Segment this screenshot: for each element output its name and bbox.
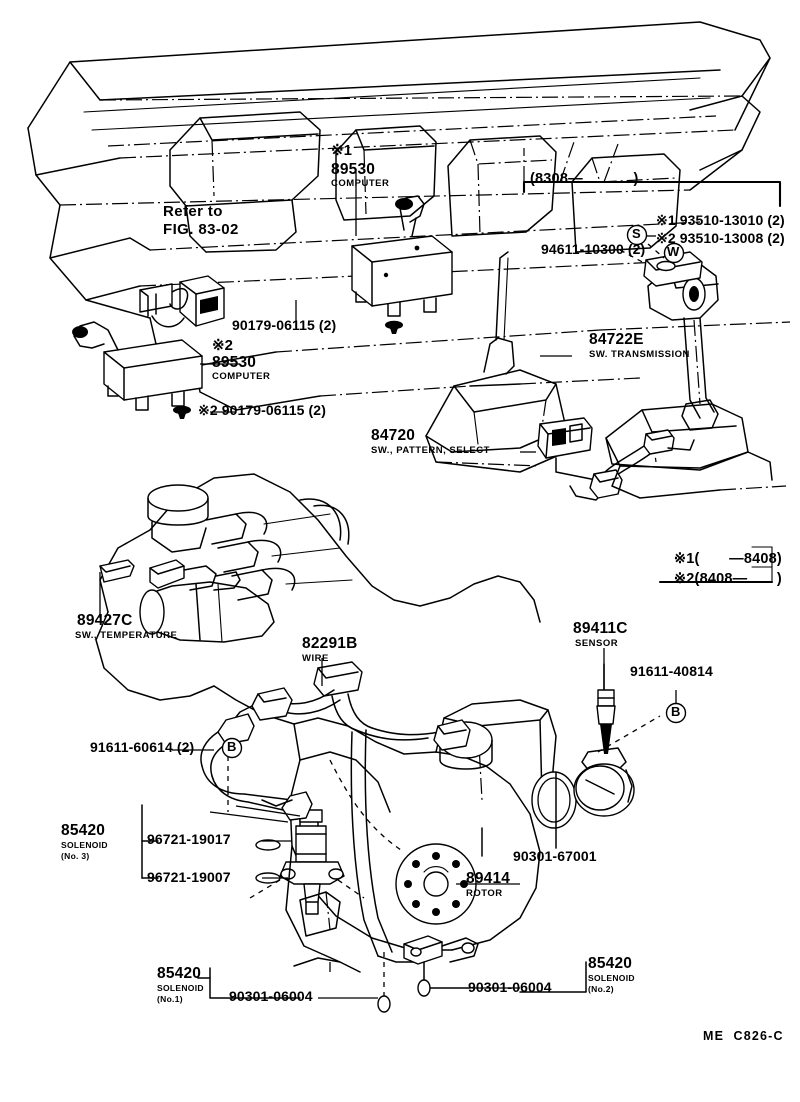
note-mark-1-computer: ※1 xyxy=(331,142,352,159)
part-suffix-solenoid-no3: (No. 3) xyxy=(61,851,90,861)
part-number-85420-no2: 85420 xyxy=(588,955,633,972)
part-number-96721-19007: 96721-19007 xyxy=(147,869,231,885)
part-number-89530-1: 89530 xyxy=(331,161,376,178)
part-desc-sensor: SENSOR xyxy=(575,638,619,649)
part-number-93510-13008: ※2 93510-13008 (2) xyxy=(656,230,785,246)
part-number-82291B: 82291B xyxy=(302,635,358,652)
part-number-90301-06004-a: 90301-06004 xyxy=(229,988,313,1004)
badge-b-left-circle xyxy=(221,737,243,759)
legend-mark-1: ※1 xyxy=(673,550,695,567)
legend-range-2: (8408— ) xyxy=(694,570,782,587)
part-number-90179-06115: 90179-06115 (2) xyxy=(232,317,337,333)
transmission-switch-graphic xyxy=(595,251,749,491)
computer-unit-1-graphic xyxy=(351,195,453,317)
part-number-85420-no3: 85420 xyxy=(61,822,106,839)
part-desc-solenoid-no3: SOLENOID xyxy=(61,840,108,850)
part-number-90301-67001: 90301-67001 xyxy=(513,848,597,864)
part-number-93510-13010: ※1 93510-13010 (2) xyxy=(656,212,785,228)
wire-harness-graphic xyxy=(200,661,479,965)
instrument-panel-illustration xyxy=(27,21,791,501)
badge-b-left-label: B xyxy=(227,739,237,754)
part-number-89427C: 89427C xyxy=(77,612,133,629)
part-desc-sw-temperature: SW., TEMPERATURE xyxy=(75,630,178,641)
part-desc-sw-pattern-select: SW., PATTERN, SELECT xyxy=(371,445,490,456)
part-suffix-solenoid-no2: (No.2) xyxy=(588,984,614,994)
speed-sensor-graphic xyxy=(573,663,635,817)
computer-unit-2-graphic xyxy=(72,321,203,411)
part-desc-solenoid-no2: SOLENOID xyxy=(588,973,635,983)
callout-badges xyxy=(173,224,687,759)
rotor-graphic xyxy=(395,843,477,925)
note-mark-2-computer: ※2 xyxy=(212,337,233,354)
badge-b-right-circle xyxy=(665,702,687,724)
lower-solenoid-graphic xyxy=(293,952,471,1013)
part-desc-rotor: ROTOR xyxy=(466,888,503,899)
refer-to-note: Refer to FIG. 83-02 xyxy=(163,203,239,239)
part-number-90301-06004-b: 90301-06004 xyxy=(468,979,552,995)
legend-row-1: ※1( —8408) xyxy=(657,537,782,581)
part-desc-computer-1: COMPUTER xyxy=(331,178,390,189)
part-suffix-solenoid-no1: (No.1) xyxy=(157,994,183,1004)
badge-w-label: W xyxy=(667,244,680,259)
leader-lines-bottom xyxy=(99,572,677,999)
legend-range-1: ( —8408) xyxy=(694,550,782,567)
part-number-89530-2: 89530 xyxy=(212,354,257,371)
part-number-91611-40814: 91611-40814 xyxy=(630,663,713,679)
screw-head-glyph-1 xyxy=(385,320,403,334)
diagram-footer-code: ME C826-C xyxy=(703,1029,784,1043)
badge-b-right-label: B xyxy=(671,704,681,719)
legend-bracket xyxy=(658,546,774,584)
engine-transmission-illustration xyxy=(95,473,635,1013)
part-number-84720: 84720 xyxy=(371,427,416,444)
oring-67001-graphic xyxy=(531,771,577,829)
legend-mark-2: ※2 xyxy=(673,570,695,587)
part-number-94611-10300: 94611-10300 (2) xyxy=(541,241,646,257)
pattern-select-switch-graphic xyxy=(537,417,623,501)
part-number-96721-19017: 96721-19017 xyxy=(147,831,231,847)
part-number-89414: 89414 xyxy=(466,870,511,887)
part-desc-sw-transmission: SW. TRANSMISSION xyxy=(589,349,690,360)
date-range-8308: (8308— ) xyxy=(530,171,639,187)
part-number-90179-06115-note2: ※2 90179-06115 (2) xyxy=(198,402,326,418)
dash-switch-graphic xyxy=(139,275,225,328)
temperature-switch-graphic xyxy=(149,559,241,591)
part-number-91611-60614: 91611-60614 (2) xyxy=(90,739,195,755)
badge-s-circle xyxy=(626,224,648,246)
part-desc-wire: WIRE xyxy=(302,653,329,664)
badge-s-label: S xyxy=(632,226,641,241)
part-desc-solenoid-no1: SOLENOID xyxy=(157,983,204,993)
screw-head-glyph-2 xyxy=(173,405,191,419)
part-desc-computer-2: COMPUTER xyxy=(212,371,271,382)
badge-w-circle xyxy=(663,242,685,264)
part-number-89411C: 89411C xyxy=(573,620,628,637)
leader-lines-top xyxy=(200,141,665,453)
legend-row-2: ※2(8408— ) xyxy=(657,557,782,601)
part-number-85420-no1: 85420 xyxy=(157,965,202,982)
part-number-84722E: 84722E xyxy=(589,331,644,348)
